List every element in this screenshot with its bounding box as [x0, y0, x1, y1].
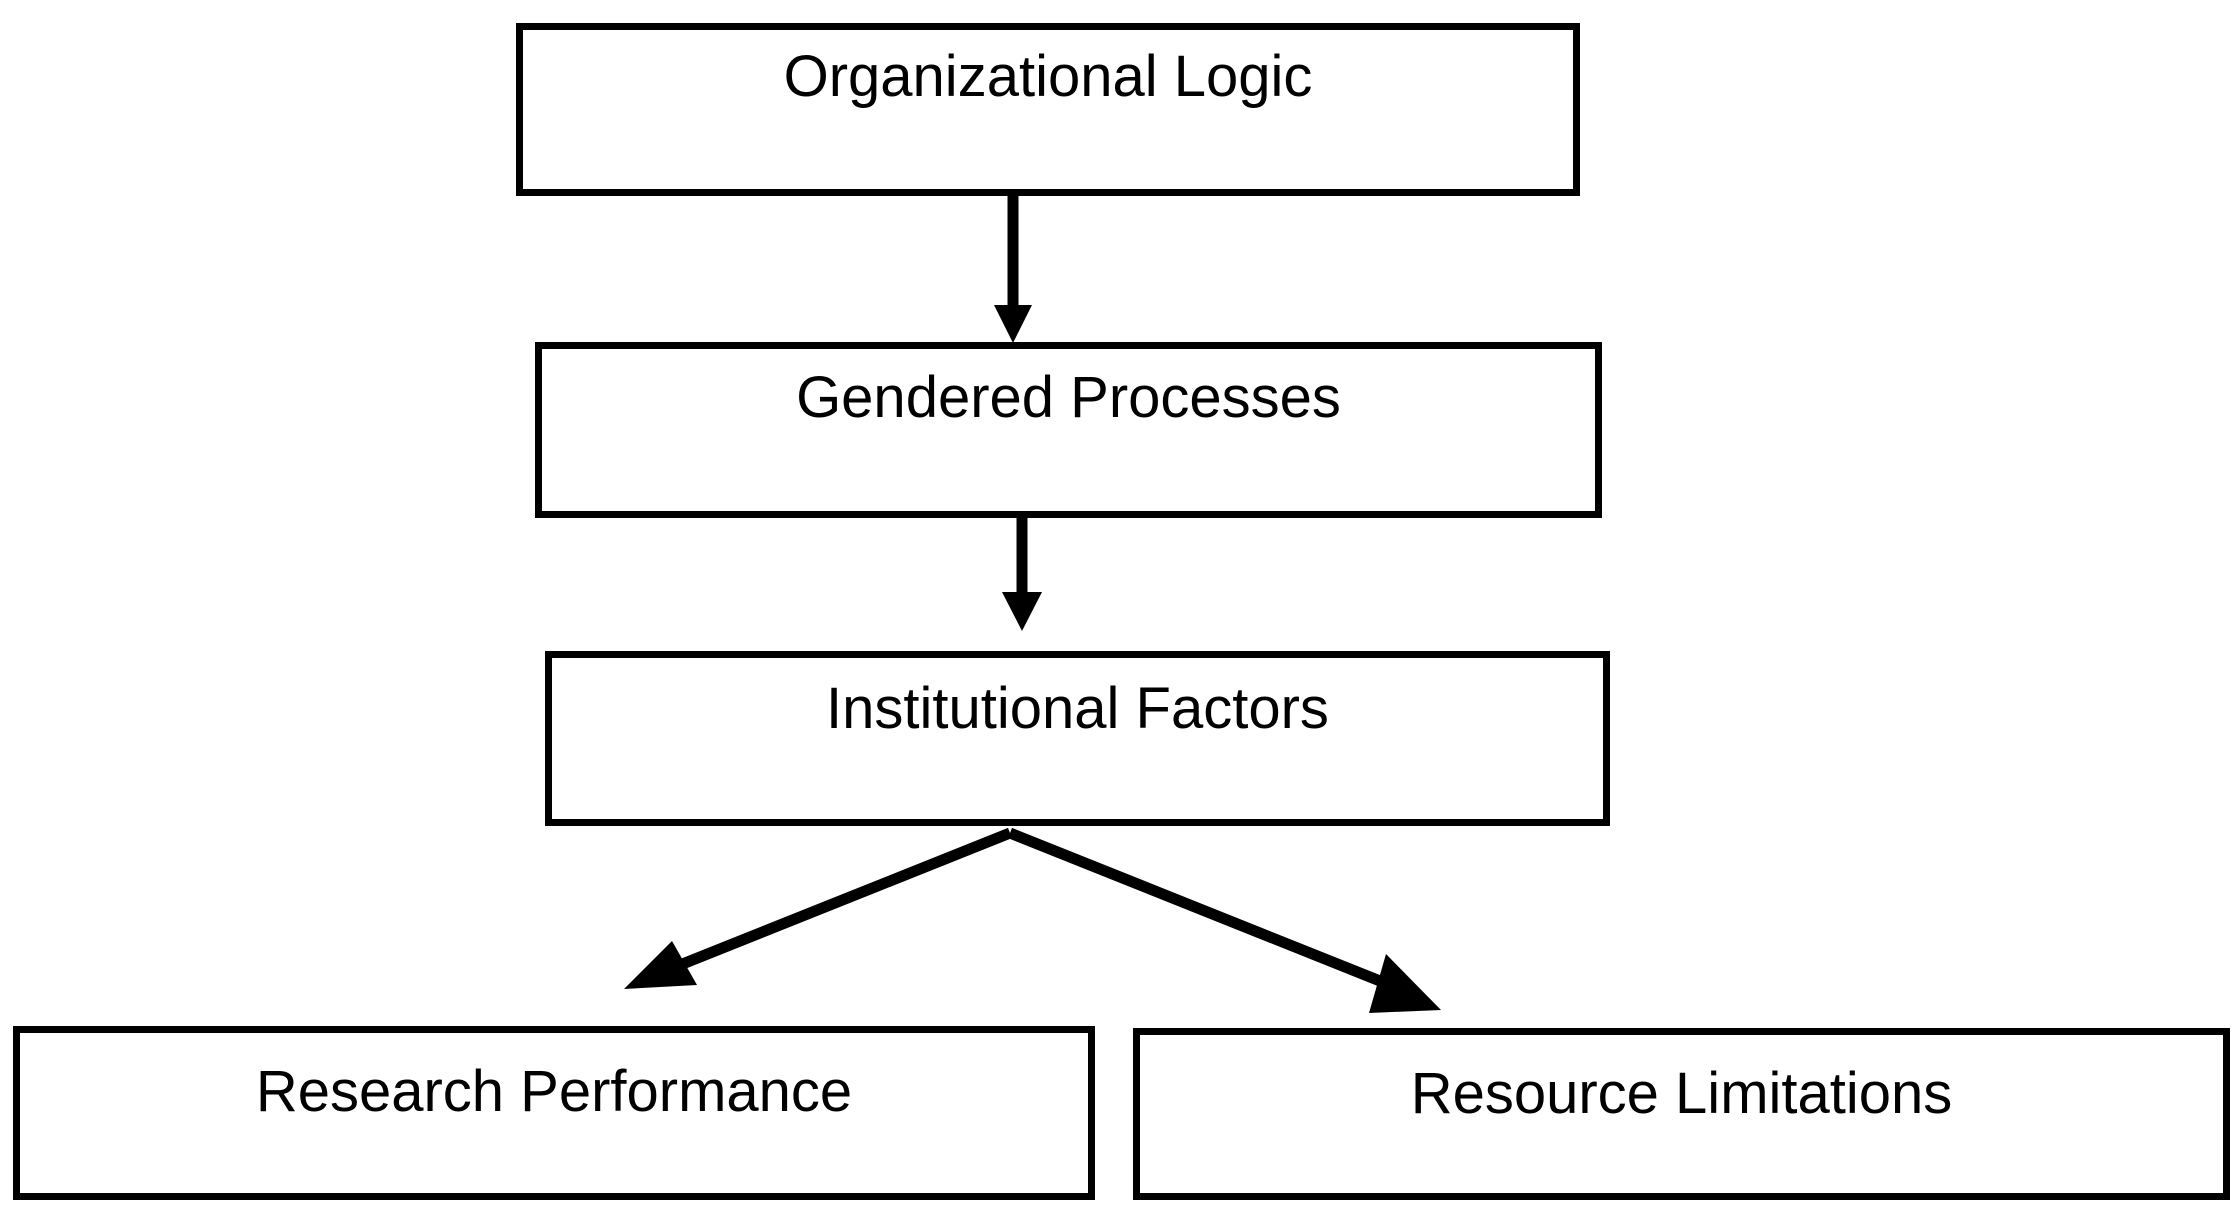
- arrowhead-icon: [1002, 592, 1042, 631]
- arrowhead-icon: [624, 941, 697, 989]
- edge-institutional-factors-to-research-performance: [624, 827, 1013, 989]
- arrowhead-icon: [1369, 954, 1441, 1013]
- node-label-organizational-logic: Organizational Logic: [783, 44, 1313, 109]
- node-research-performance[interactable]: Research Performance: [13, 1026, 1095, 1200]
- node-label-gendered-processes: Gendered Processes: [796, 365, 1341, 430]
- node-resource-limitations[interactable]: Resource Limitations: [1133, 1028, 2230, 1200]
- arrowhead-icon: [994, 305, 1032, 343]
- node-organizational-logic[interactable]: Organizational Logic: [516, 23, 1580, 196]
- node-label-resource-limitations: Resource Limitations: [1410, 1061, 1953, 1126]
- edge-organizational-logic-to-gendered-processes: [994, 196, 1032, 343]
- edge-institutional-factors-to-resource-limitations: [1007, 827, 1441, 1013]
- node-gendered-processes[interactable]: Gendered Processes: [535, 342, 1602, 518]
- node-label-research-performance: Research Performance: [255, 1059, 853, 1124]
- node-label-institutional-factors: Institutional Factors: [826, 676, 1329, 741]
- node-institutional-factors[interactable]: Institutional Factors: [545, 651, 1610, 826]
